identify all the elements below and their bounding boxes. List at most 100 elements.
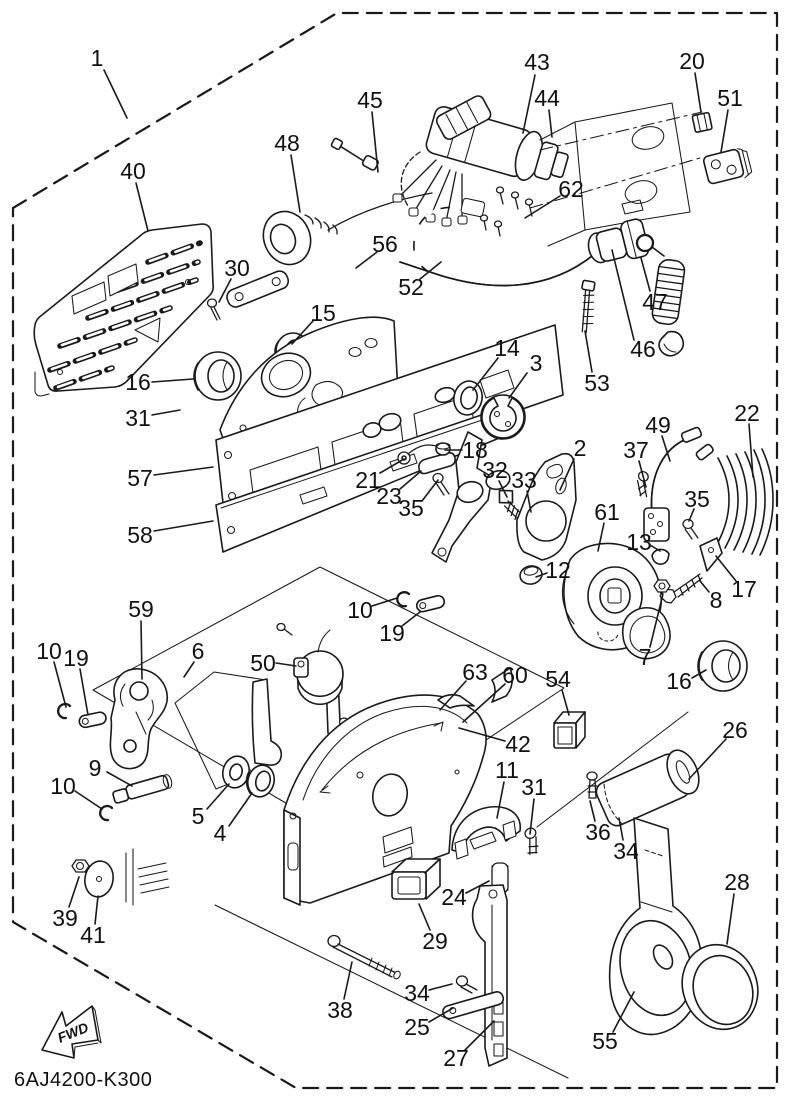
part-43-main-switch	[392, 95, 569, 227]
callout-59-42: 59	[128, 596, 154, 622]
callout-36-61: 36	[585, 819, 611, 845]
callout-leader-29-60	[418, 903, 431, 931]
part-17-wedge	[699, 537, 723, 572]
callout-54-64: 54	[545, 666, 571, 692]
callout-leader-43-4	[522, 74, 536, 134]
callout-leader-58-16	[153, 520, 214, 532]
callout-leader-50-46	[275, 662, 297, 667]
part-35-screw-b	[682, 518, 699, 540]
callout-24-59: 24	[441, 884, 467, 910]
callout-4-50: 4	[214, 820, 227, 846]
part-55-lever	[608, 817, 703, 1036]
callout-62-8: 62	[558, 176, 584, 202]
callout-48-2: 48	[274, 130, 300, 156]
callout-leader-13-34	[649, 544, 661, 552]
callout-leader-34-62	[618, 817, 624, 841]
callout-63-65: 63	[462, 659, 488, 685]
callout-leader-11-68	[496, 781, 505, 819]
callout-leader-10-43	[53, 661, 67, 708]
part-49-cable	[643, 426, 714, 542]
part-39-nut	[71, 859, 90, 873]
callout-leader-62-8	[524, 195, 561, 219]
callout-25-55: 25	[404, 1014, 430, 1040]
callout-57-15: 57	[127, 465, 153, 491]
callout-2-28: 2	[574, 435, 587, 461]
callout-leader-59-42	[140, 620, 143, 680]
callout-7-38: 7	[639, 644, 652, 670]
callout-leader-51-7	[720, 109, 729, 153]
callout-leader-12-36	[535, 572, 548, 578]
part-10-eclip-a	[396, 591, 411, 608]
callout-leader-57-15	[153, 466, 214, 476]
callout-37-29: 37	[623, 437, 649, 463]
callout-13-34: 13	[626, 529, 652, 555]
callout-58-16: 58	[127, 522, 153, 548]
callout-1-0: 1	[91, 45, 104, 71]
callout-50-46: 50	[250, 650, 276, 676]
callout-leader-41-52	[94, 895, 99, 925]
callout-leader-60-66	[462, 683, 506, 723]
diagram-border	[11, 11, 779, 1090]
part-27-arm	[471, 884, 508, 1067]
callout-43-4: 43	[524, 49, 550, 75]
callout-leader-19-44	[79, 668, 89, 716]
callout-leader-30-11	[218, 278, 232, 303]
callout-28-58: 28	[724, 869, 750, 895]
callout-34-62: 34	[613, 838, 639, 864]
callout-leader-28-58	[726, 893, 735, 945]
callout-leader-39-51	[68, 876, 80, 908]
callout-61-33: 61	[594, 499, 620, 525]
callout-32-26: 32	[482, 457, 508, 483]
callout-46-21: 46	[630, 336, 656, 362]
callout-leader-37-29	[638, 460, 647, 488]
callout-30-11: 30	[224, 255, 250, 281]
callout-leader-19-41	[401, 611, 421, 627]
part-5-washer	[221, 755, 251, 789]
part-26-grip	[595, 749, 700, 827]
callout-leader-3-18	[508, 372, 528, 399]
part-10-eclip-c	[99, 804, 114, 822]
callout-leader-61-33	[597, 522, 605, 552]
part-13-cap	[651, 548, 670, 565]
callout-leader-35-32	[688, 508, 695, 522]
part-45-rod	[330, 137, 379, 171]
callout-47-20: 47	[642, 289, 668, 315]
callout-34-54: 34	[404, 980, 430, 1006]
callout-leader-25-55	[428, 1007, 454, 1023]
callout-leader-24-59	[465, 880, 490, 894]
part-11-cam	[451, 806, 521, 860]
part-16-grommet-left	[193, 351, 242, 401]
part-12-bushing	[519, 565, 543, 585]
part-7-nut	[653, 579, 671, 593]
callout-leader-31-69	[529, 798, 535, 835]
part-51-plate	[702, 148, 753, 185]
callout-leader-49-30	[661, 435, 671, 462]
callout-leader-45-3	[371, 111, 379, 173]
fwd-arrow: FWD	[41, 1005, 102, 1059]
mounting-bracket-outline	[529, 102, 703, 247]
part-18-bushing	[435, 442, 451, 456]
part-41-washer	[84, 860, 114, 898]
callout-leader-22-31	[748, 423, 754, 478]
callout-18-22: 18	[462, 437, 488, 463]
callout-leader-1-0	[103, 69, 128, 119]
callout-leader-16-13	[151, 378, 194, 383]
part-19-link-b	[78, 711, 107, 729]
callout-15-12: 15	[310, 300, 336, 326]
callout-21-23: 21	[355, 467, 381, 493]
callout-29-60: 29	[422, 928, 448, 954]
callout-leader-8-37	[699, 580, 710, 593]
callout-41-52: 41	[80, 922, 106, 948]
part-16-grommet-right	[697, 640, 748, 692]
part-36-screw	[586, 771, 598, 799]
part-38-bolt	[327, 934, 401, 980]
callout-leader-15-12	[291, 320, 314, 345]
callout-leader-35-25	[421, 479, 439, 502]
part-31-screw-b	[524, 827, 539, 855]
part-19-link-a	[415, 594, 446, 613]
callout-35-25: 35	[398, 495, 424, 521]
callout-leader-17-35	[715, 555, 737, 582]
callout-10-43: 10	[36, 638, 62, 664]
